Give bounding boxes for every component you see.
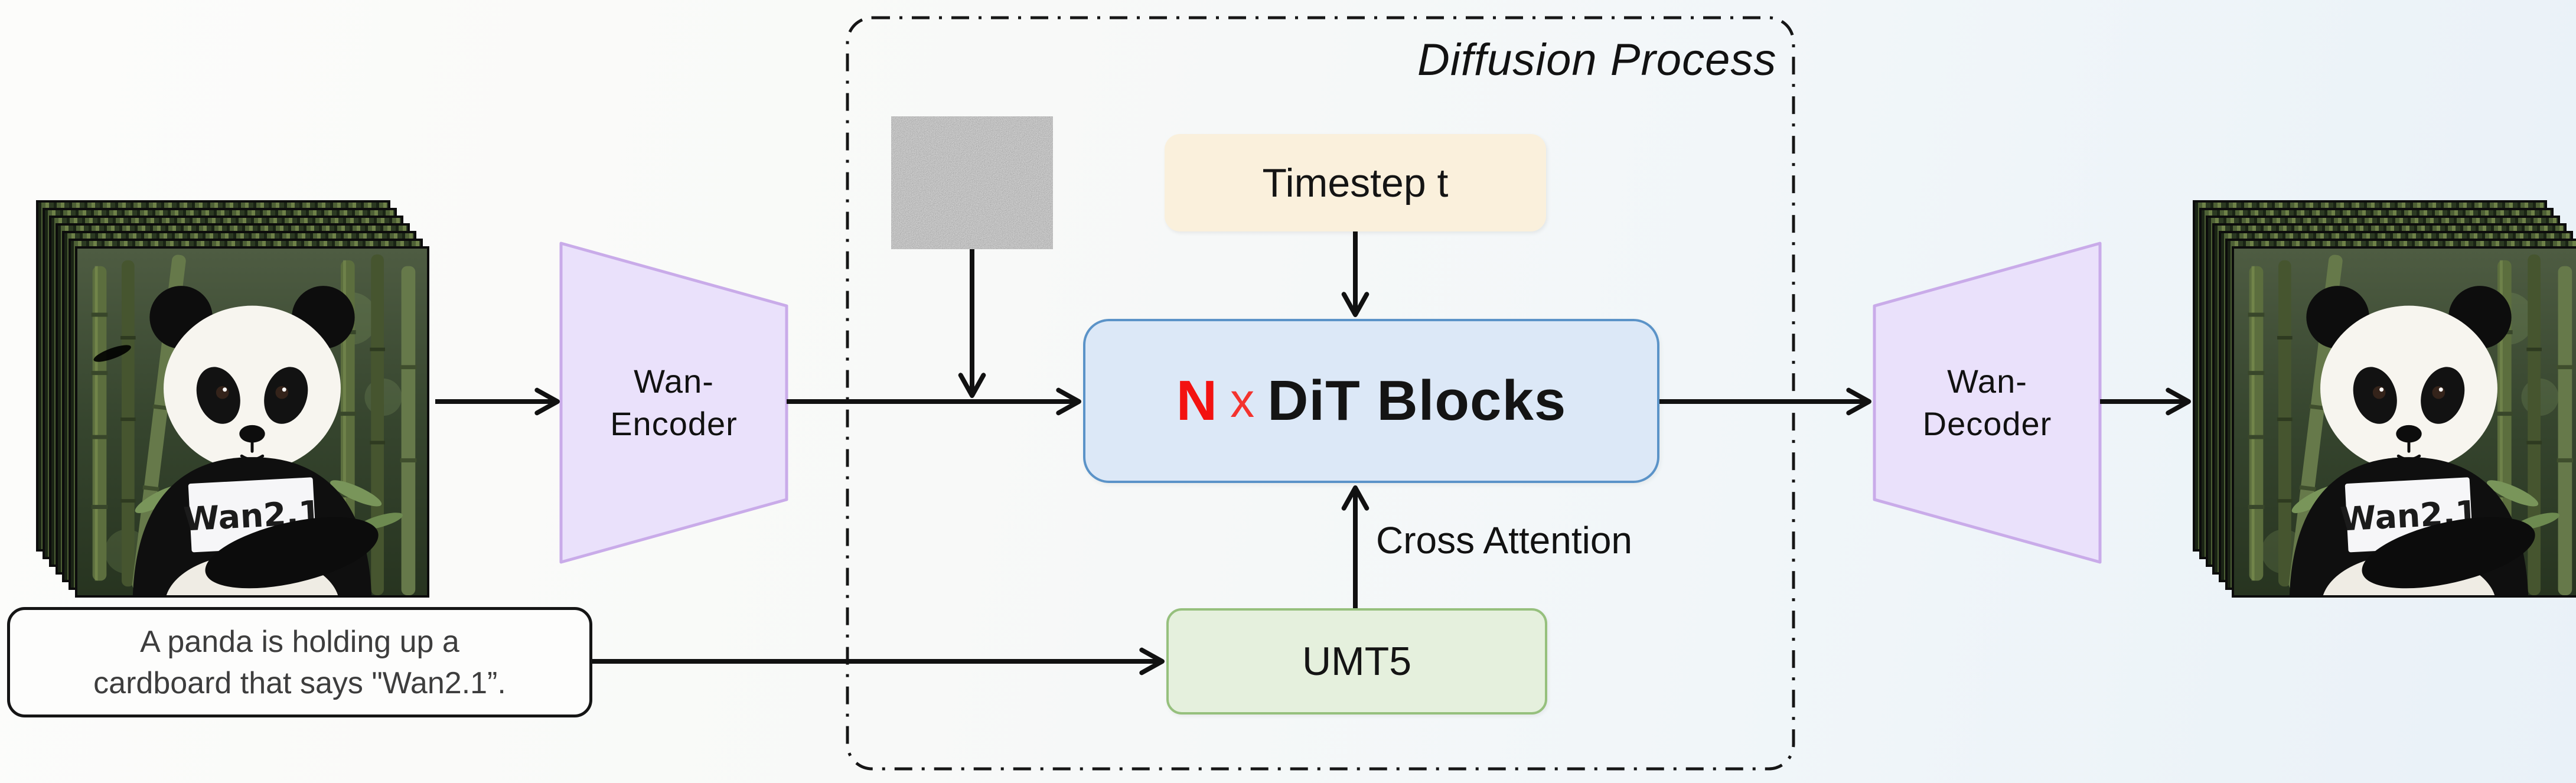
wan-encoder-line1: Wan- [634,363,714,400]
wan-encoder-block [559,242,788,564]
dit-blocks-box: N x DiT Blocks [1083,319,1659,483]
video-frame-front: Wan2.1 [75,246,429,657]
wan-decoder-block [1873,242,2102,564]
wan-decoder-label: Wan- Decoder [1874,243,2100,562]
wan-encoder-line2: Encoder [610,405,738,442]
umt5-label: UMT5 [1302,639,1412,684]
input-video-stack: Wan2.1 [36,200,438,657]
dit-n-label: N [1176,369,1218,432]
prompt-line2: cardboard that says "Wan2.1”. [93,665,506,700]
diffusion-process-label: Diffusion Process [1417,35,1777,85]
panda-image: Wan2.1 [77,249,427,657]
noise-latent-image [891,116,1053,249]
wan-decoder-line2: Decoder [1922,405,2052,442]
timestep-label: Timestep t [1262,160,1449,205]
cross-attention-label: Cross Attention [1376,519,1632,562]
prompt-box: A panda is holding up a cardboard that s… [7,607,592,717]
output-video-stack: Wan2.1 [2193,200,2576,657]
wan-encoder-label: Wan- Encoder [561,243,787,562]
dit-times-label: x [1230,374,1255,428]
wan-decoder-line1: Wan- [1947,363,2027,400]
prompt-line1: A panda is holding up a [140,624,459,659]
video-frame-front: Wan2.1 [2232,246,2576,657]
dit-blocks-label: DiT Blocks [1267,369,1567,432]
panda: Wan2.1 [2289,286,2535,657]
umt5-box: UMT5 [1166,608,1547,715]
timestep-box: Timestep t [1165,134,1546,231]
diffusion-process-container [846,16,1795,771]
panda: Wan2.1 [132,286,379,657]
panda-image: Wan2.1 [2234,249,2576,657]
